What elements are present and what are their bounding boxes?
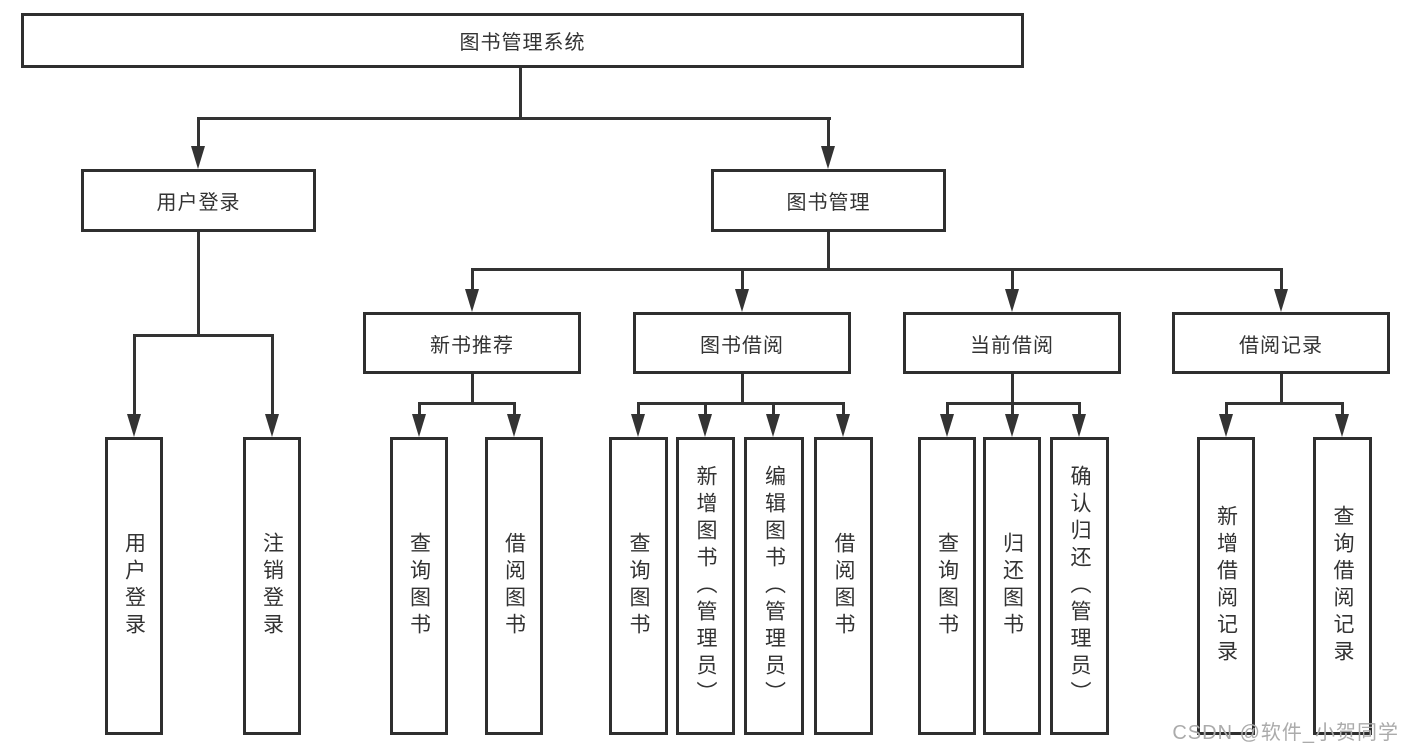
leaf-label: 归还图书 [1000,532,1024,640]
leaf-label: 新增借阅记录 [1214,505,1238,667]
node-label: 用户登录 [156,192,241,214]
arrowhead [507,414,521,437]
node-borrow-records: 借阅记录 [1172,312,1390,374]
connector-drop-new-book [471,268,474,291]
connector-drop-current-borrow [1011,268,1014,291]
connector-user-login-branch-bar [133,334,274,337]
node-current-borrow: 当前借阅 [903,312,1121,374]
connector-drop [1078,402,1081,416]
arrowhead [766,414,780,437]
leaf-label: 用户登录 [122,532,146,640]
arrowhead-borrow-records [1274,289,1288,312]
arrowhead [631,414,645,437]
leaf-query-books-borrow: 查询图书 [609,437,668,735]
connector-drop-borrow-records [1280,268,1283,291]
leaf-logout: 注销登录 [243,437,301,735]
connector-drop [1011,402,1014,416]
leaf-label: 借阅图书 [502,532,526,640]
node-book-borrow: 图书借阅 [633,312,851,374]
arrowhead [412,414,426,437]
connector-drop [418,402,421,416]
leaf-label: 注销登录 [260,532,284,640]
leaf-label: 查询图书 [627,532,650,640]
connector-book-management-stem [827,232,830,271]
arrowhead [1005,414,1019,437]
leaf-borrow-books-recommend: 借阅图书 [485,437,543,735]
connector-drop-leaf-logout [271,334,274,416]
arrowhead [698,414,712,437]
node-label: 图书管理系统 [459,32,586,54]
leaf-query-books-recommend: 查询图书 [390,437,448,735]
arrowhead-new-book [465,289,479,312]
connector-drop [637,402,640,416]
connector-drop [772,402,775,416]
connector-new-book-branch-bar [418,402,516,405]
connector-new-book-stem [471,374,474,405]
node-label: 借阅记录 [1239,334,1323,357]
arrowhead-leaf-logout [265,414,279,437]
leaf-label: 查询借阅记录 [1331,505,1354,667]
connector-drop-book-borrow [741,268,744,291]
connector-drop [513,402,516,416]
node-label: 图书借阅 [700,334,784,357]
connector-borrow-records-stem [1280,374,1283,405]
leaf-label: 借阅图书 [832,532,855,640]
arrowhead [940,414,954,437]
connector-drop [1341,402,1344,416]
arrowhead [1219,414,1233,437]
arrowhead-leaf-login [127,414,141,437]
connector-current-borrow-stem [1011,374,1014,405]
connector-user-login-stem [197,232,200,337]
node-book-management: 图书管理 [711,169,946,232]
connector-root-stem [519,66,522,119]
arrowhead [1072,414,1086,437]
node-label: 图书管理 [786,192,871,214]
leaf-return-books: 归还图书 [983,437,1041,735]
leaf-user-login: 用户登录 [105,437,163,735]
node-label: 当前借阅 [970,334,1054,357]
connector-drop [842,402,845,416]
arrowhead-book-borrow [735,289,749,312]
leaf-add-borrow-record: 新增借阅记录 [1197,437,1255,735]
leaf-confirm-return-admin: 确认归还（管理员） [1050,437,1109,735]
node-new-book-recommend: 新书推荐 [363,312,581,374]
connector-drop-user-login [197,117,200,148]
leaf-query-books-current: 查询图书 [918,437,976,735]
connector-root-branch-bar [197,117,831,120]
node-user-login: 用户登录 [81,169,316,232]
connector-book-management-branch-bar [471,268,1283,271]
arrowhead-user-login [191,146,205,169]
connector-drop-leaf-login [133,334,136,416]
leaf-query-borrow-record: 查询借阅记录 [1313,437,1372,735]
connector-borrow-records-branch-bar [1225,402,1344,405]
arrowhead-current-borrow [1005,289,1019,312]
leaf-borrow-books: 借阅图书 [814,437,873,735]
node-label: 新书推荐 [430,334,514,357]
arrowhead-book-management [821,146,835,169]
leaf-label: 编辑图书（管理员） [762,464,786,708]
connector-drop-book-management [827,117,830,148]
connector-book-borrow-branch-bar [637,402,845,405]
connector-drop [1225,402,1228,416]
connector-drop [704,402,707,416]
arrowhead [836,414,850,437]
leaf-add-books-admin: 新增图书（管理员） [676,437,735,735]
leaf-label: 查询图书 [935,532,959,640]
arrowhead [1335,414,1349,437]
leaf-label: 新增图书（管理员） [694,464,717,708]
watermark-text: CSDN @软件_小贺同学 [1172,722,1399,744]
connector-drop [946,402,949,416]
leaf-edit-books-admin: 编辑图书（管理员） [744,437,804,735]
connector-book-borrow-stem [741,374,744,405]
node-library-management-system: 图书管理系统 [21,13,1024,68]
leaf-label: 查询图书 [407,532,431,640]
leaf-label: 确认归还（管理员） [1068,464,1091,708]
